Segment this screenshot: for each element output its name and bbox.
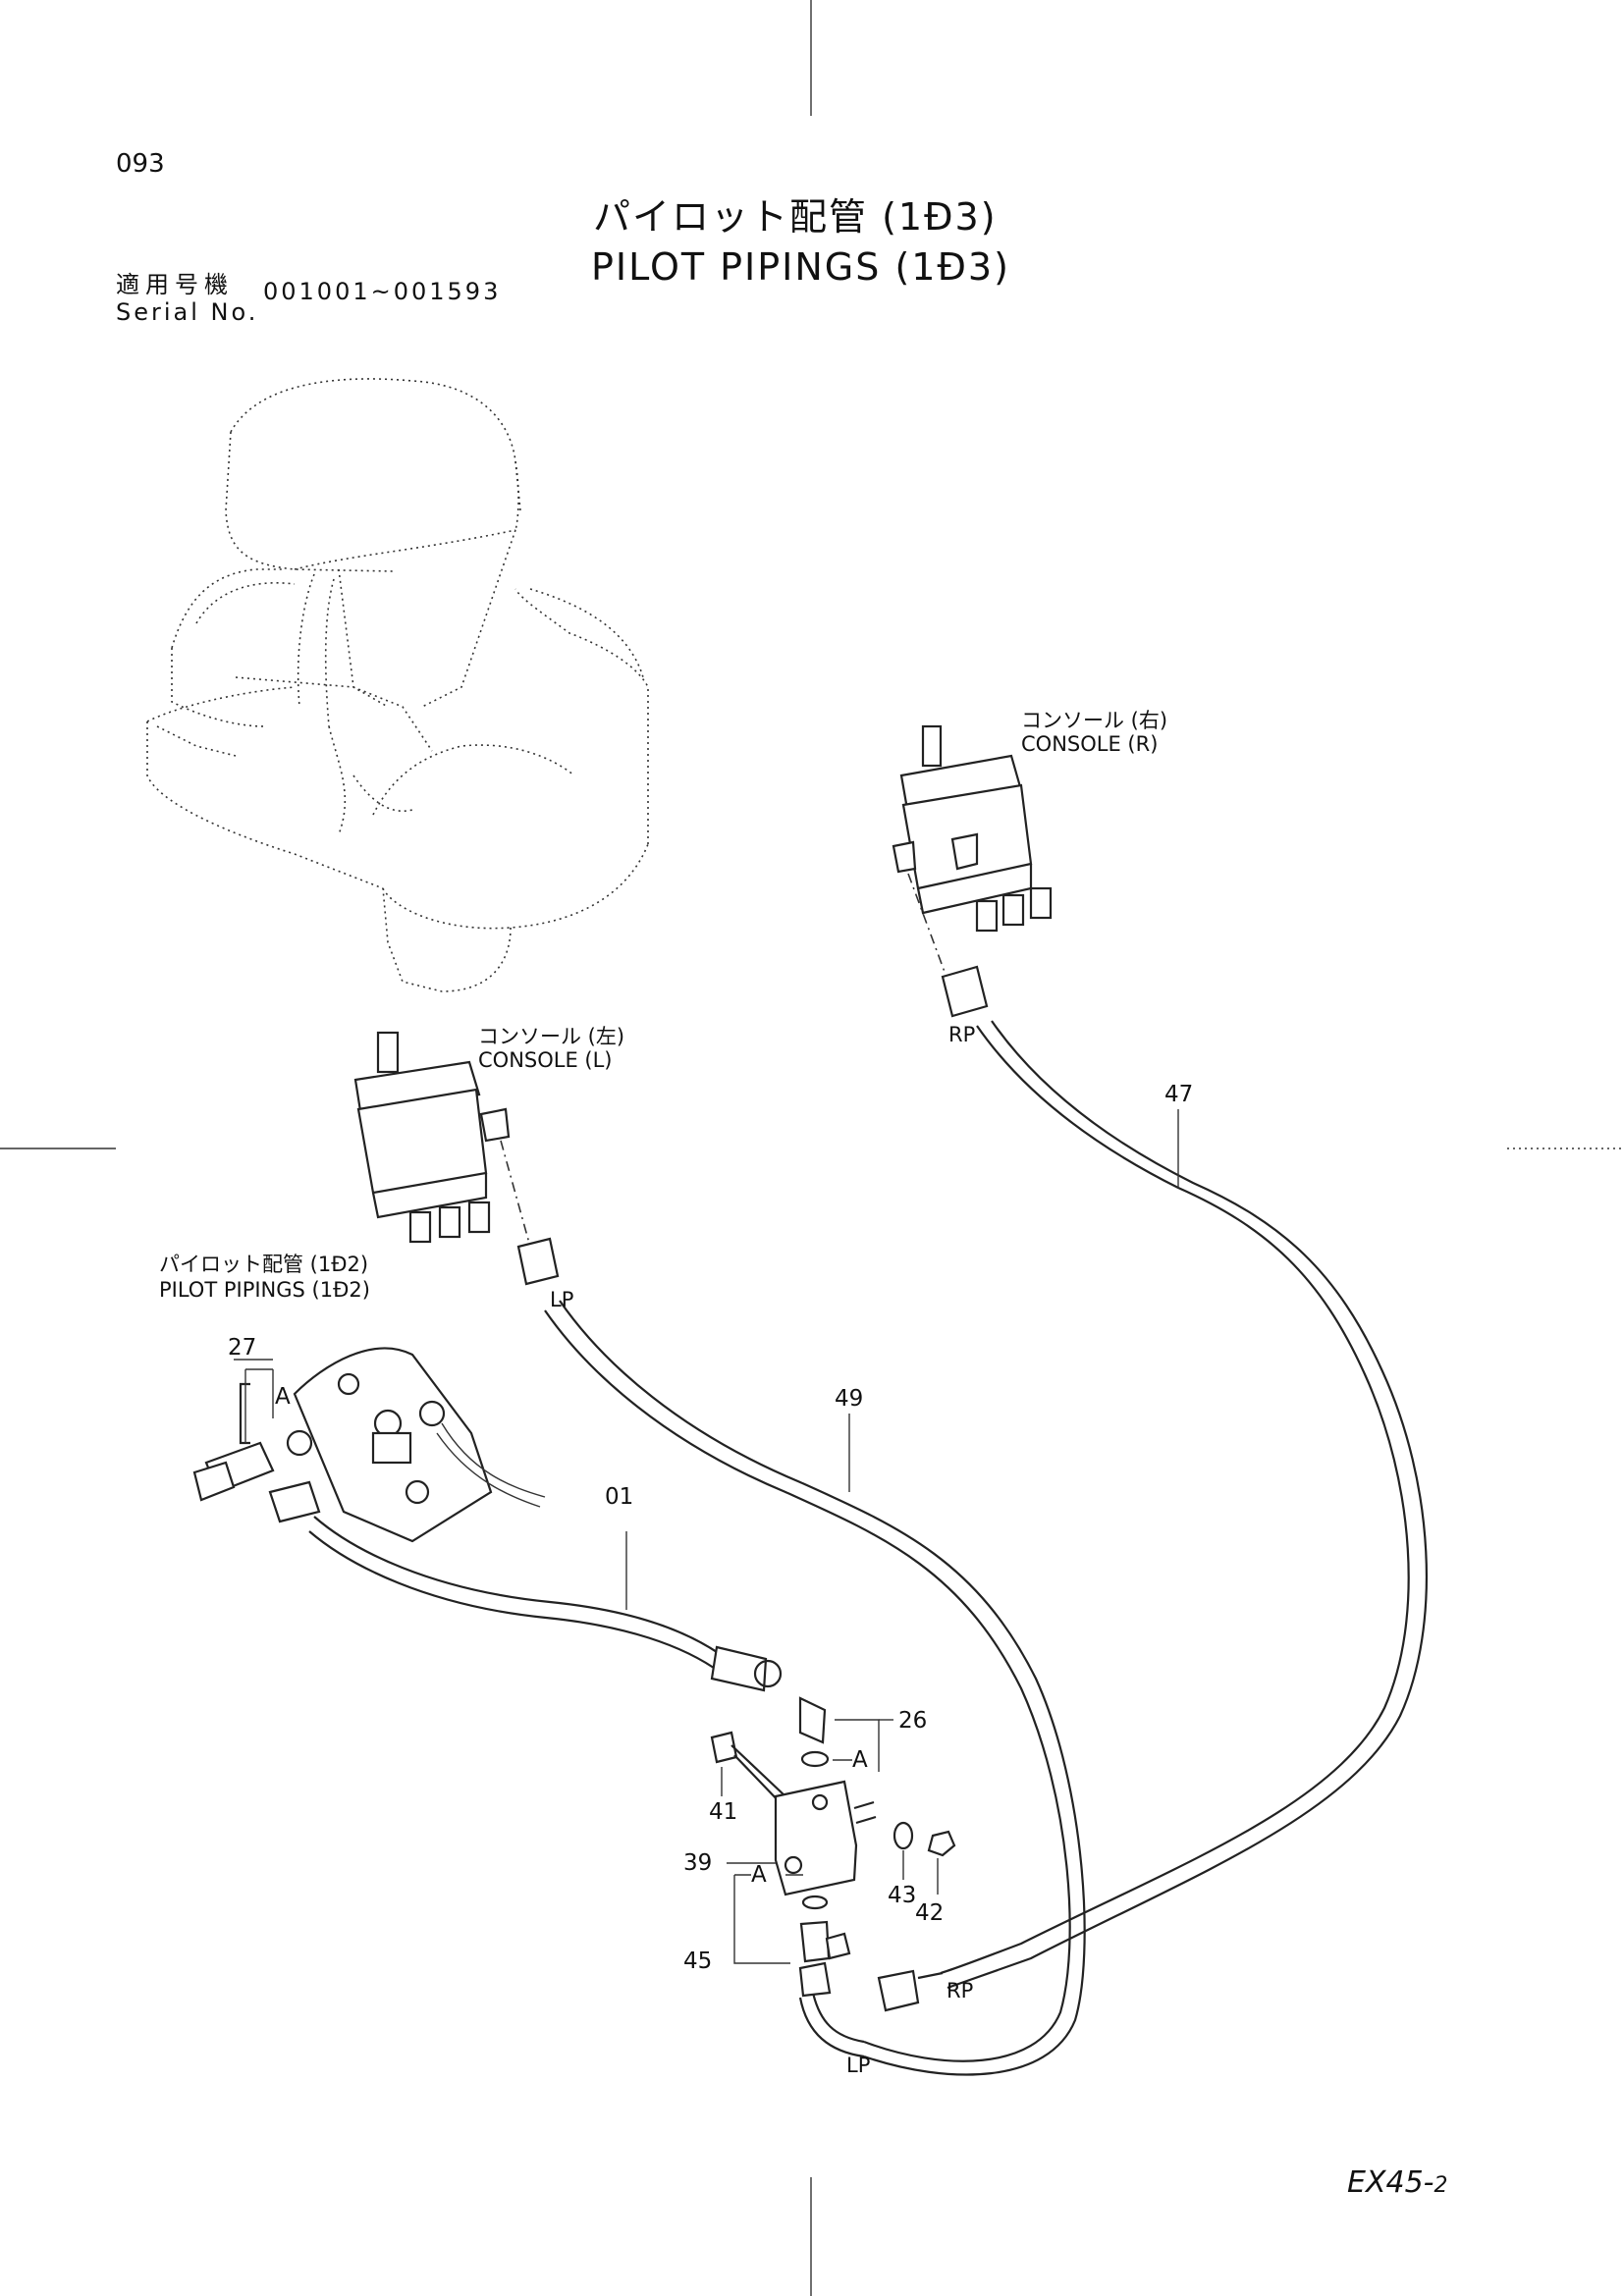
hose-01 [308,1516,783,1692]
model-code: EX45-2 [1347,2165,1448,2200]
part-number-43: 43 [888,1883,917,1908]
serial-label-jp: 適用号機 [116,271,234,298]
hose-47 [877,965,1428,2012]
port-label-lp-top: LP [550,1288,574,1311]
fittings-assembly [710,1696,956,1998]
page-number: 093 [116,149,165,179]
port-label-rp-bottom: RP [947,1979,974,2002]
page-title-jp: パイロット配管 (1Ð3) [593,195,998,239]
console-r-label-jp: コンソール (右) [1021,709,1168,732]
part-number-41: 41 [709,1799,738,1825]
console-r-label-en: CONSOLE (R) [1021,732,1159,756]
pilot-valve-1d2-illustration [192,1347,546,1543]
model-code-suffix: 2 [1434,2173,1448,2198]
detail-mark-a-pilot: A [275,1384,291,1410]
pilot-pipings-1d2-label-jp: パイロット配管 (1Ð2) [159,1253,369,1276]
part-number-27: 27 [228,1335,257,1361]
part-number-45: 45 [683,1949,713,1974]
detail-mark-a-45: A [751,1862,767,1888]
hose-49 [516,1237,1086,2076]
serial-range: 001001~001593 [263,278,502,305]
part-number-39: 39 [683,1850,713,1876]
part-number-01: 01 [605,1484,634,1510]
pilot-pipings-1d2-label-en: PILOT PIPINGS (1Ð2) [159,1278,370,1302]
model-code-main: EX45- [1347,2165,1434,2200]
console-l-label-jp: コンソール (左) [478,1025,625,1048]
console-r-illustration [892,724,1053,973]
console-l-label-en: CONSOLE (L) [478,1048,613,1072]
port-label-lp-bottom: LP [846,2054,871,2077]
port-label-rp-top: RP [948,1023,976,1046]
part-number-47: 47 [1164,1082,1194,1107]
part-number-42: 42 [915,1900,945,1926]
machine-overview-illustration [146,378,649,992]
page-title-en: PILOT PIPINGS (1Ð3) [591,245,1010,289]
serial-label-en: Serial No. [116,298,259,326]
detail-mark-a-26: A [852,1747,868,1773]
part-number-49: 49 [835,1386,864,1412]
part-number-26: 26 [898,1708,928,1734]
leader-lines [234,1109,1179,1964]
console-l-illustration [353,1031,531,1248]
